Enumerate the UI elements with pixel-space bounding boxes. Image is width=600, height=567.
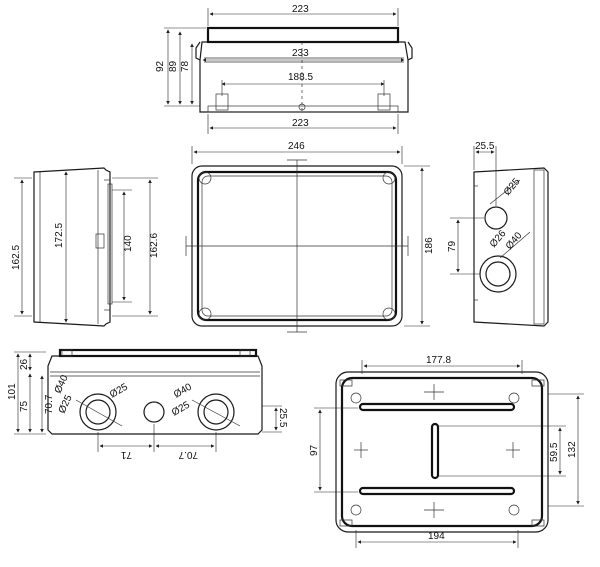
bottom-left-view: 101 26 75 70.7 Ø40 Ø25 Ø25 Ø25 Ø40 25.5 … — [7, 348, 288, 460]
dim-h-79: 79 — [447, 240, 458, 252]
dim-w-71: 71 — [120, 449, 132, 460]
dim-h-162-6: 162.6 — [149, 233, 160, 258]
dim-w-177-8: 177.8 — [426, 355, 451, 366]
dim-h-101: 101 — [7, 383, 18, 400]
dim-h-78: 78 — [180, 60, 191, 72]
dim-h-172-5: 172.5 — [54, 223, 65, 248]
dim-h-186: 186 — [424, 237, 435, 254]
dim-h-26: 26 — [19, 358, 30, 370]
dim-w-246: 246 — [288, 141, 305, 152]
dim-h-132: 132 — [567, 441, 578, 458]
dim-h-92: 92 — [155, 60, 166, 72]
dim-d-40-b: Ø40 — [172, 381, 194, 400]
dim-h-59-5: 59.5 — [549, 442, 560, 462]
dim-d-25-right: Ø25 — [502, 176, 523, 198]
dim-h-70-7: 70.7 — [44, 394, 55, 414]
dim-w-194: 194 — [428, 531, 445, 542]
dim-h-162-5: 162.5 — [11, 245, 22, 270]
dim-d-25-c: Ø25 — [170, 399, 192, 418]
dim-w-25-5-right: 25.5 — [475, 141, 495, 152]
right-side-view: 25.5 79 Ø25 Ø26 Ø40 — [447, 141, 549, 327]
dim-top-223: 223 — [292, 4, 309, 15]
dim-d-40-right: Ø40 — [504, 230, 525, 252]
dim-bottom-223: 223 — [292, 118, 309, 129]
dim-h-97: 97 — [309, 444, 320, 456]
left-side-view: 162.5 172.5 140 162.6 — [11, 167, 160, 327]
dim-d-25-a: Ø25 — [57, 393, 75, 415]
bottom-right-view: 177.8 97 59.5 132 194 — [309, 355, 584, 548]
front-view: 246 186 — [185, 141, 435, 333]
dim-h-140: 140 — [123, 235, 134, 252]
dim-d-25-b: Ø25 — [108, 381, 130, 400]
dim-inner-188: 188.5 — [288, 72, 313, 83]
dim-w-25-5-bottom: 25.5 — [277, 408, 288, 428]
dim-h-75: 75 — [19, 400, 30, 412]
top-elevation-view: 223 233 188.5 223 92 89 78 — [155, 4, 413, 134]
dim-inner-233: 233 — [292, 48, 309, 59]
dim-w-70-7: 70.7 — [178, 449, 198, 460]
dim-h-89: 89 — [168, 60, 179, 72]
dim-d-40-a: Ø40 — [53, 373, 71, 395]
